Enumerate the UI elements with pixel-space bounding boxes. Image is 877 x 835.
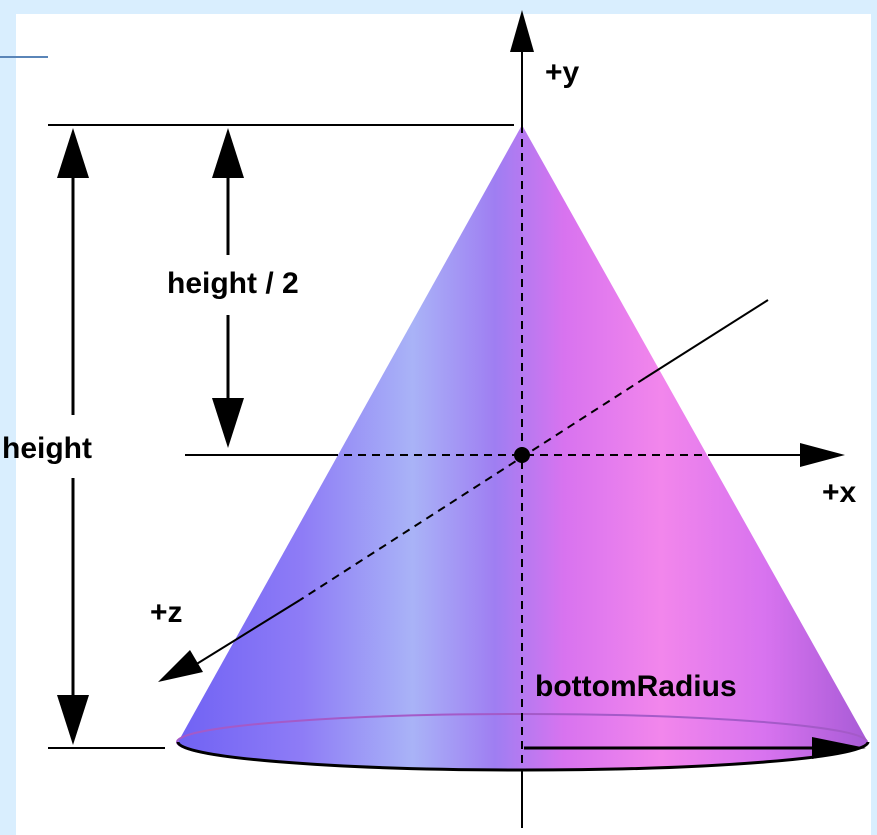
top-band bbox=[0, 0, 877, 14]
half-height-label: height / 2 bbox=[167, 267, 299, 300]
header-rule bbox=[0, 56, 48, 58]
bottom-radius-label: bottomRadius bbox=[535, 670, 737, 703]
z-axis-arrowhead bbox=[158, 650, 203, 682]
half-height-arrow-up bbox=[212, 128, 244, 178]
right-band bbox=[871, 0, 877, 835]
bottom-radius-arrowhead bbox=[812, 737, 866, 759]
x-axis-label: +x bbox=[822, 476, 857, 509]
x-axis-arrowhead bbox=[800, 443, 845, 467]
left-band bbox=[0, 0, 16, 835]
height-arrow-up bbox=[57, 128, 89, 178]
height-label: height bbox=[2, 432, 92, 465]
z-axis-line-front bbox=[194, 599, 301, 666]
height-arrow-down bbox=[57, 695, 89, 745]
z-axis-line-back bbox=[644, 299, 769, 379]
y-axis-arrowhead bbox=[510, 10, 534, 52]
origin-dot bbox=[514, 447, 530, 463]
y-axis-label: +y bbox=[545, 56, 580, 89]
z-axis-label: +z bbox=[150, 596, 183, 629]
z-axis-line-dashed bbox=[299, 377, 646, 601]
half-height-arrow-down bbox=[212, 398, 244, 448]
